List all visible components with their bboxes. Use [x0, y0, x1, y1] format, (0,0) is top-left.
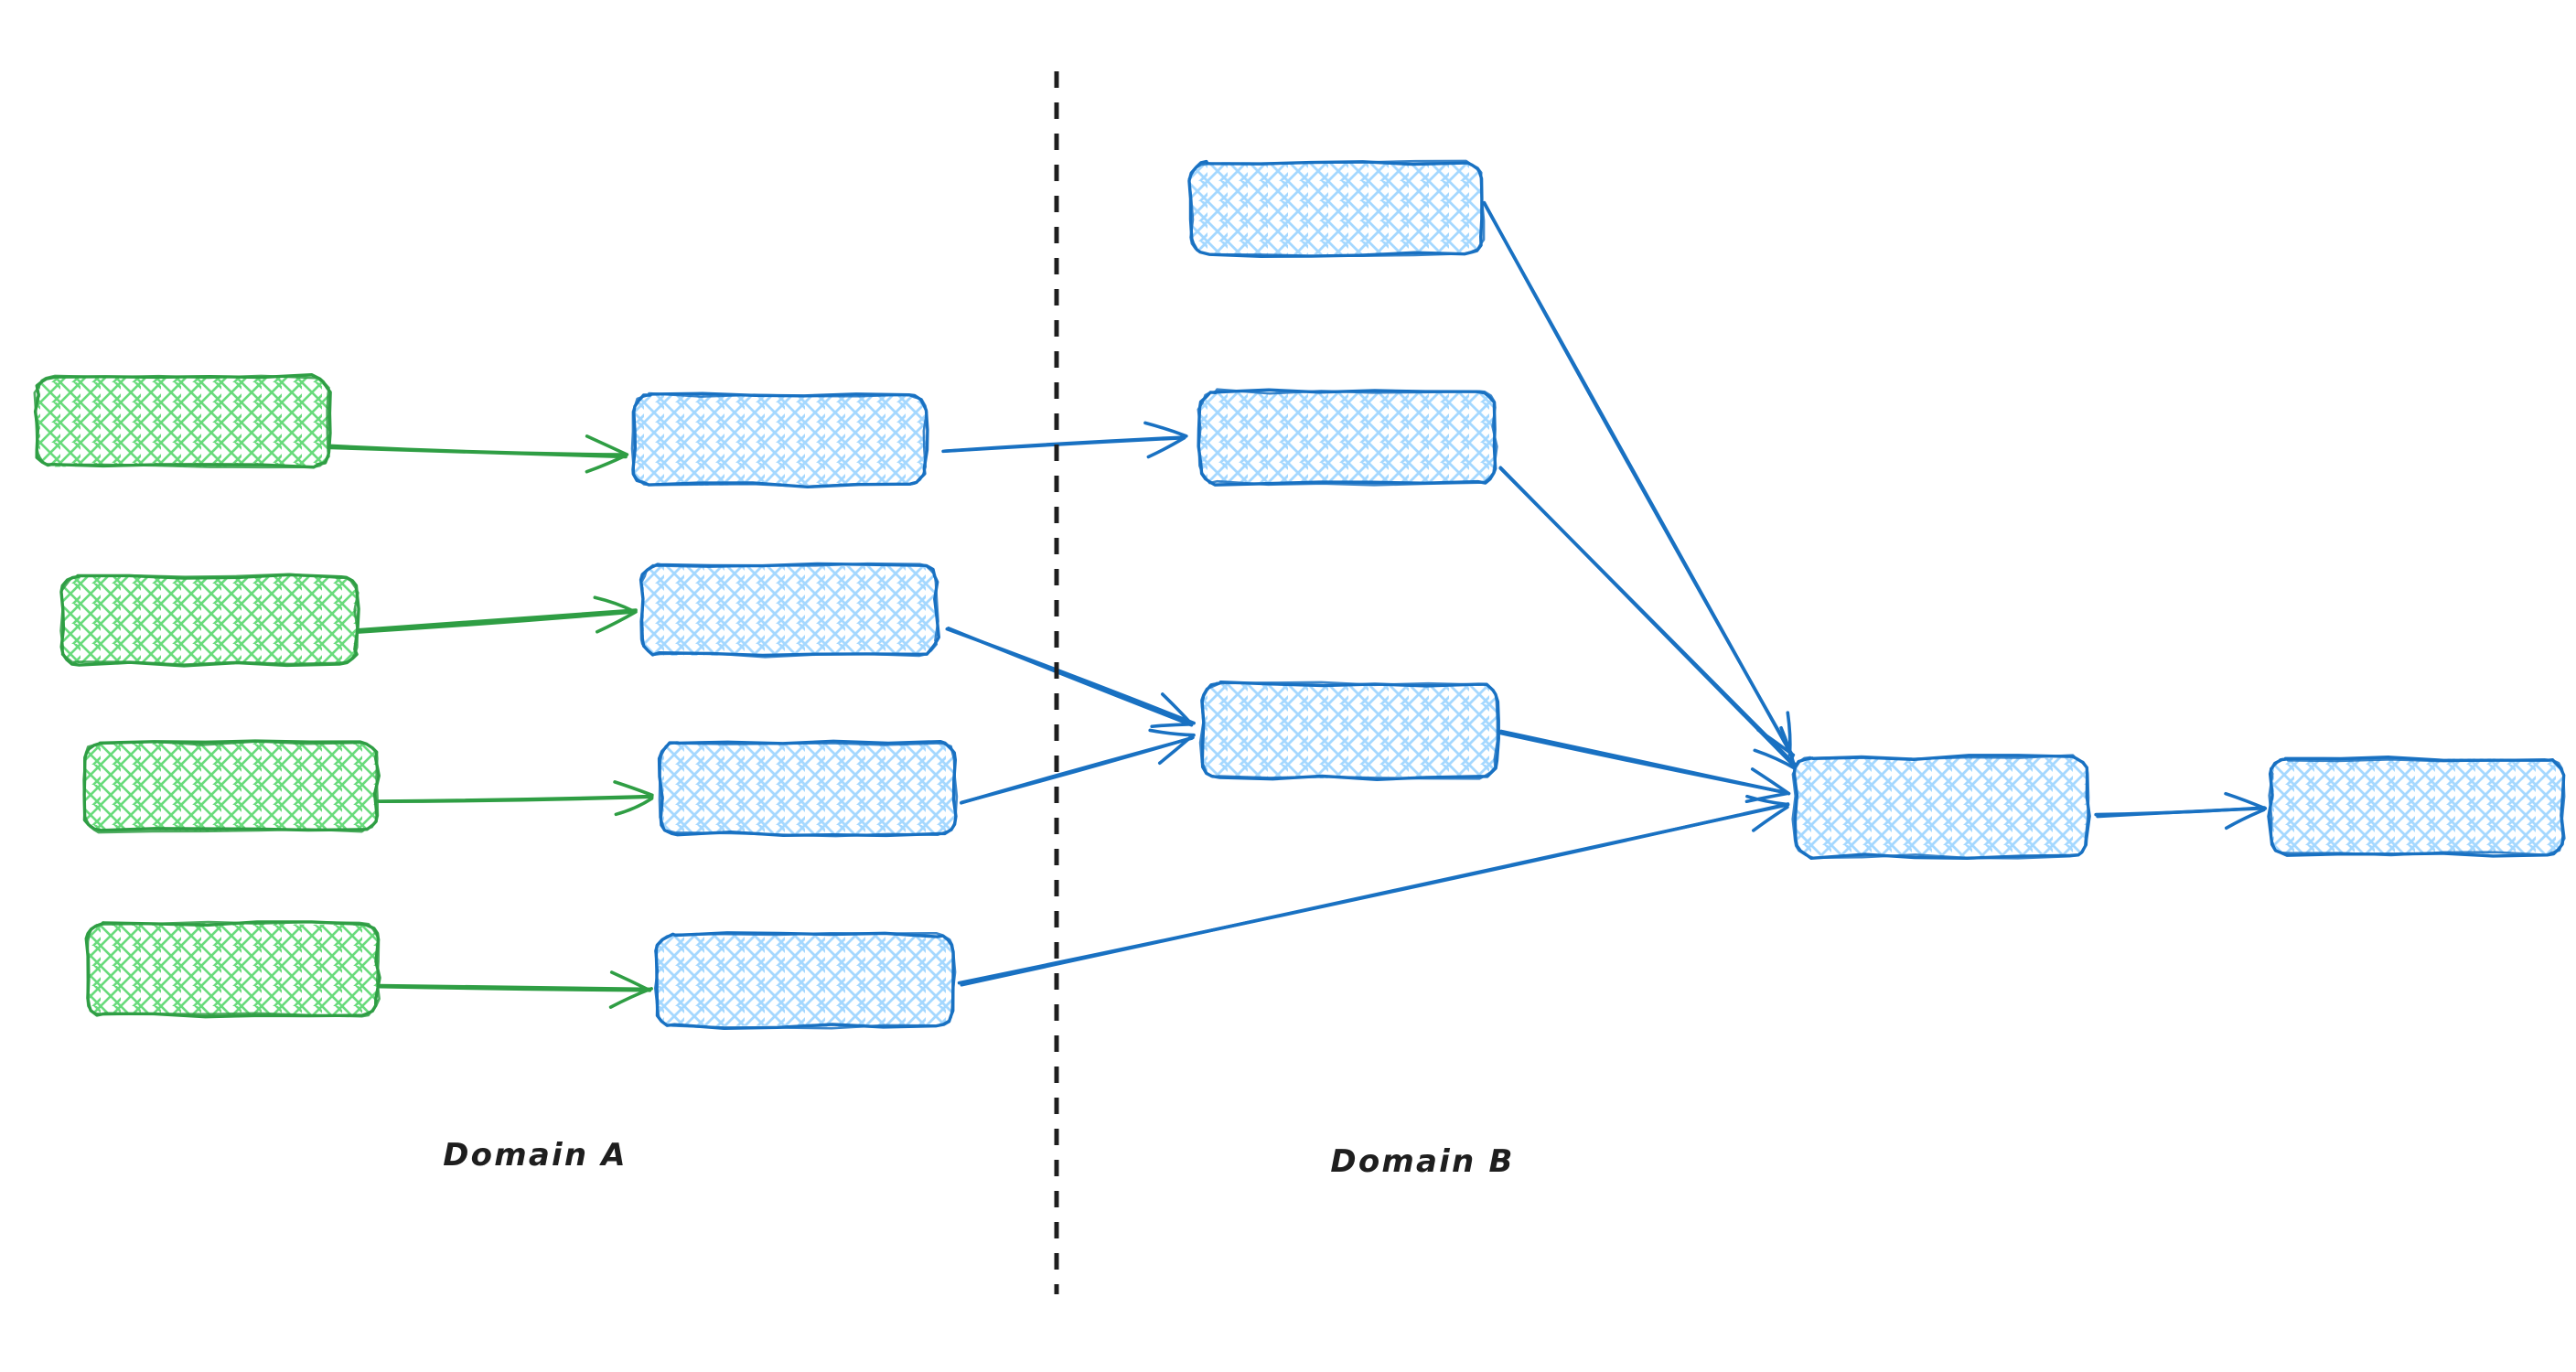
node-a-mid-2[interactable]: [639, 562, 940, 659]
node-outline: [59, 573, 360, 666]
node-outline: [653, 931, 957, 1030]
edge-stroke: [1482, 200, 1794, 756]
node-fill: [642, 563, 937, 656]
edge-b-mid-2-to-b-hub: [1497, 729, 1791, 804]
edge-a-src-2-to-a-mid-2: [354, 595, 638, 634]
nodes-layer: [33, 159, 2566, 1030]
node-fill: [60, 575, 359, 666]
node-b-out[interactable]: [2267, 756, 2566, 858]
node-outline: [1198, 681, 1499, 780]
edge-stroke: [959, 736, 1194, 805]
arrow-head: [1150, 692, 1194, 729]
edge-b-hub-to-b-out: [2094, 791, 2268, 831]
node-fill: [87, 922, 380, 1016]
node-outline: [33, 374, 330, 469]
node-fill: [660, 741, 957, 835]
domain-b-label: Domain B: [1330, 1143, 1514, 1180]
edge-a-mid-3-to-b-mid-2: [959, 728, 1196, 805]
edge-stroke: [354, 610, 638, 634]
arrow-head: [608, 970, 653, 1009]
node-fill: [1794, 756, 2088, 857]
arrow-head: [1143, 421, 1188, 459]
domain-labels: Domain A Domain B: [443, 1137, 1514, 1180]
node-fill: [35, 376, 330, 467]
arrow-head: [2224, 791, 2268, 831]
node-b-top[interactable]: [1187, 159, 1486, 259]
arrow-head: [593, 595, 638, 634]
node-outline: [2268, 756, 2566, 857]
node-fill: [2270, 758, 2564, 855]
node-outline: [1187, 159, 1486, 257]
node-b-mid-1[interactable]: [1197, 388, 1498, 487]
node-outline: [630, 391, 928, 488]
edge-stroke: [1499, 729, 1789, 795]
node-fill: [632, 393, 927, 487]
arrow-head: [1753, 725, 1798, 771]
edge-a-mid-2-to-b-mid-2: [945, 627, 1196, 729]
node-a-src-2[interactable]: [59, 573, 360, 668]
node-outline: [1791, 754, 2090, 860]
node-outline: [658, 741, 959, 838]
arrow-head: [1744, 767, 1791, 804]
edges-layer: [324, 200, 2268, 1009]
node-fill: [1199, 390, 1496, 485]
node-fill: [1201, 683, 1497, 779]
node-fill: [656, 933, 954, 1027]
edge-a-mid-4-to-b-hub: [957, 794, 1790, 987]
arrow-head: [1148, 728, 1196, 766]
node-outline: [86, 920, 381, 1018]
node-a-mid-4[interactable]: [653, 931, 957, 1030]
node-a-src-3[interactable]: [82, 739, 381, 834]
edge-stroke: [377, 983, 652, 991]
edge-stroke: [960, 802, 1790, 987]
edge-b-top-to-b-hub: [1482, 200, 1796, 759]
domain-a-label: Domain A: [443, 1137, 628, 1174]
node-b-mid-2[interactable]: [1198, 681, 1500, 781]
node-outline: [1197, 388, 1498, 487]
node-fill: [1190, 162, 1483, 255]
edge-a-src-1-to-a-mid-1: [324, 434, 629, 474]
arrow-head: [1745, 794, 1789, 832]
edge-b-mid-1-to-b-hub: [1498, 466, 1798, 771]
edge-stroke: [2096, 806, 2267, 819]
edge-stroke: [378, 795, 654, 804]
arrow-head: [613, 780, 654, 817]
edge-stroke: [326, 445, 628, 459]
edge-a-src-3-to-a-mid-3: [376, 780, 654, 817]
edge-stroke: [941, 435, 1186, 454]
node-a-src-4[interactable]: [84, 920, 381, 1019]
arrow-head: [585, 434, 629, 474]
edge-stroke: [354, 608, 638, 632]
node-outline: [639, 562, 939, 659]
node-fill: [82, 742, 378, 832]
edge-a-src-4-to-a-mid-4: [377, 970, 653, 1009]
edge-a-mid-1-to-b-mid-1: [941, 421, 1188, 459]
node-a-mid-3[interactable]: [657, 739, 959, 838]
node-a-mid-1[interactable]: [630, 391, 929, 489]
edge-stroke: [947, 627, 1194, 727]
node-a-src-1[interactable]: [33, 372, 332, 469]
edge-stroke: [1498, 466, 1796, 768]
node-b-hub[interactable]: [1791, 754, 2091, 861]
node-outline: [82, 740, 380, 834]
